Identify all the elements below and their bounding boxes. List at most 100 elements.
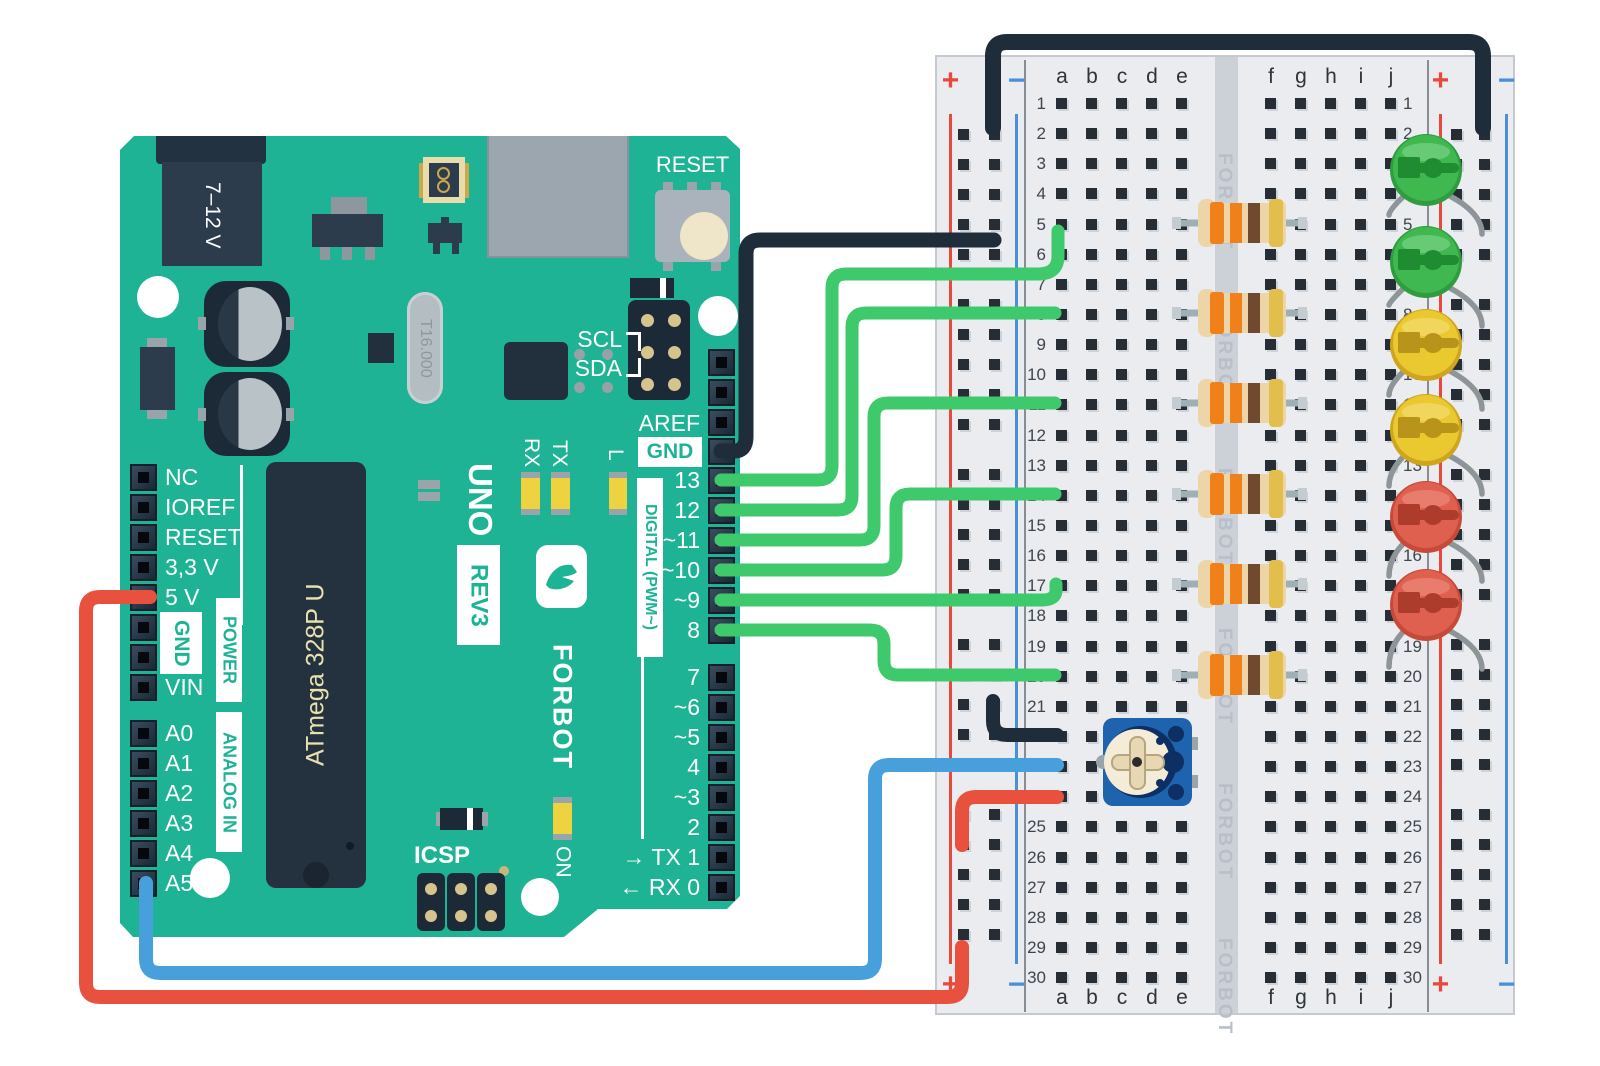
breadboard-hole[interactable] (1176, 158, 1187, 169)
breadboard-hole[interactable] (1176, 98, 1187, 109)
breadboard-hole[interactable] (1056, 188, 1067, 199)
breadboard-hole[interactable] (1146, 852, 1157, 863)
rail-hole[interactable] (958, 129, 969, 140)
breadboard-hole[interactable] (1325, 460, 1336, 471)
breadboard-hole[interactable] (1265, 610, 1276, 621)
pin-digital-lower-1[interactable] (708, 694, 735, 721)
breadboard-hole[interactable] (1355, 188, 1366, 199)
breadboard-hole[interactable] (1176, 882, 1187, 893)
pin-digital-lower-5[interactable] (708, 814, 735, 841)
breadboard-hole[interactable] (1146, 279, 1157, 290)
rail-hole[interactable] (989, 299, 1000, 310)
rail-hole[interactable] (1479, 419, 1490, 430)
breadboard-hole[interactable] (1056, 339, 1067, 350)
rail-hole[interactable] (1479, 809, 1490, 820)
breadboard-hole[interactable] (1265, 430, 1276, 441)
pin-power-3[interactable] (130, 554, 157, 581)
breadboard-hole[interactable] (1385, 580, 1396, 591)
breadboard-hole[interactable] (1385, 701, 1396, 712)
rail-hole[interactable] (958, 249, 969, 260)
breadboard-hole[interactable] (1325, 430, 1336, 441)
breadboard-hole[interactable] (1176, 641, 1187, 652)
breadboard-hole[interactable] (1146, 158, 1157, 169)
rail-hole[interactable] (958, 499, 969, 510)
rail-hole[interactable] (989, 219, 1000, 230)
breadboard-hole[interactable] (1325, 731, 1336, 742)
breadboard-hole[interactable] (1265, 520, 1276, 531)
rail-hole[interactable] (1479, 669, 1490, 680)
breadboard-hole[interactable] (1086, 671, 1097, 682)
pin-power-6[interactable] (130, 644, 157, 671)
rail-hole[interactable] (958, 929, 969, 940)
breadboard-hole[interactable] (1176, 550, 1187, 561)
breadboard-hole[interactable] (1086, 701, 1097, 712)
breadboard-hole[interactable] (1056, 882, 1067, 893)
breadboard-hole[interactable] (1086, 641, 1097, 652)
breadboard-hole[interactable] (1176, 249, 1187, 260)
rail-hole[interactable] (1479, 589, 1490, 600)
breadboard-hole[interactable] (1265, 852, 1276, 863)
wire-gnd-arduino-to-left-rail[interactable] (713, 232, 1002, 459)
breadboard-hole[interactable] (1385, 671, 1396, 682)
breadboard-hole[interactable] (1146, 580, 1157, 591)
breadboard-hole[interactable] (1265, 641, 1276, 652)
breadboard-hole[interactable] (1116, 671, 1127, 682)
breadboard-hole[interactable] (1086, 369, 1097, 380)
pin-power-2[interactable] (130, 524, 157, 551)
breadboard-hole[interactable] (1325, 701, 1336, 712)
breadboard-hole[interactable] (1265, 912, 1276, 923)
rail-hole[interactable] (1451, 559, 1462, 570)
breadboard-hole[interactable] (1116, 430, 1127, 441)
rail-hole[interactable] (989, 899, 1000, 910)
breadboard-hole[interactable] (1146, 430, 1157, 441)
breadboard-hole[interactable] (1056, 641, 1067, 652)
breadboard-hole[interactable] (1086, 430, 1097, 441)
breadboard-hole[interactable] (1355, 520, 1366, 531)
breadboard-hole[interactable] (1355, 610, 1366, 621)
arduino-board[interactable]: 7–12 V RESET (120, 136, 740, 937)
rail-hole[interactable] (958, 389, 969, 400)
rail-hole[interactable] (1479, 299, 1490, 310)
rail-hole[interactable] (1451, 669, 1462, 680)
breadboard-hole[interactable] (1355, 158, 1366, 169)
breadboard-hole[interactable] (1176, 701, 1187, 712)
breadboard-hole[interactable] (1176, 430, 1187, 441)
breadboard-hole[interactable] (1295, 98, 1306, 109)
breadboard-hole[interactable] (1325, 98, 1336, 109)
breadboard-hole[interactable] (1116, 249, 1127, 260)
resistor-row-20[interactable] (1172, 651, 1307, 699)
breadboard-hole[interactable] (1355, 128, 1366, 139)
led-red-1[interactable] (1386, 481, 1485, 584)
breadboard-hole[interactable] (1086, 942, 1097, 953)
breadboard-hole[interactable] (1056, 128, 1067, 139)
breadboard-hole[interactable] (1146, 610, 1157, 621)
breadboard-hole[interactable] (1385, 128, 1396, 139)
breadboard-hole[interactable] (1295, 520, 1306, 531)
rail-hole[interactable] (1479, 869, 1490, 880)
breadboard-hole[interactable] (1295, 158, 1306, 169)
breadboard-hole[interactable] (1295, 610, 1306, 621)
breadboard-hole[interactable] (1116, 641, 1127, 652)
breadboard-hole[interactable] (1116, 701, 1127, 712)
pin-power-5[interactable] (130, 614, 157, 641)
breadboard-hole[interactable] (1086, 791, 1097, 802)
breadboard-hole[interactable] (1086, 550, 1097, 561)
breadboard-hole[interactable] (1295, 882, 1306, 893)
breadboard-hole[interactable] (1265, 339, 1276, 350)
breadboard-hole[interactable] (1385, 882, 1396, 893)
rail-hole[interactable] (1451, 759, 1462, 770)
pin-analog-A2[interactable] (130, 780, 157, 807)
breadboard-hole[interactable] (1116, 158, 1127, 169)
breadboard-hole[interactable] (1325, 761, 1336, 772)
pin-digital-lower-2[interactable] (708, 724, 735, 751)
breadboard-hole[interactable] (1056, 972, 1067, 983)
breadboard-hole[interactable] (1116, 580, 1127, 591)
breadboard-hole[interactable] (1176, 339, 1187, 350)
wire-pin11[interactable] (714, 396, 1062, 547)
breadboard-hole[interactable] (1086, 98, 1097, 109)
wire-a5-to-pot-wiper[interactable] (139, 758, 1064, 980)
breadboard-hole[interactable] (1146, 369, 1157, 380)
breadboard-hole[interactable] (1385, 731, 1396, 742)
breadboard-hole[interactable] (1116, 460, 1127, 471)
wire-plus-rail-to-pot[interactable] (955, 790, 1064, 852)
